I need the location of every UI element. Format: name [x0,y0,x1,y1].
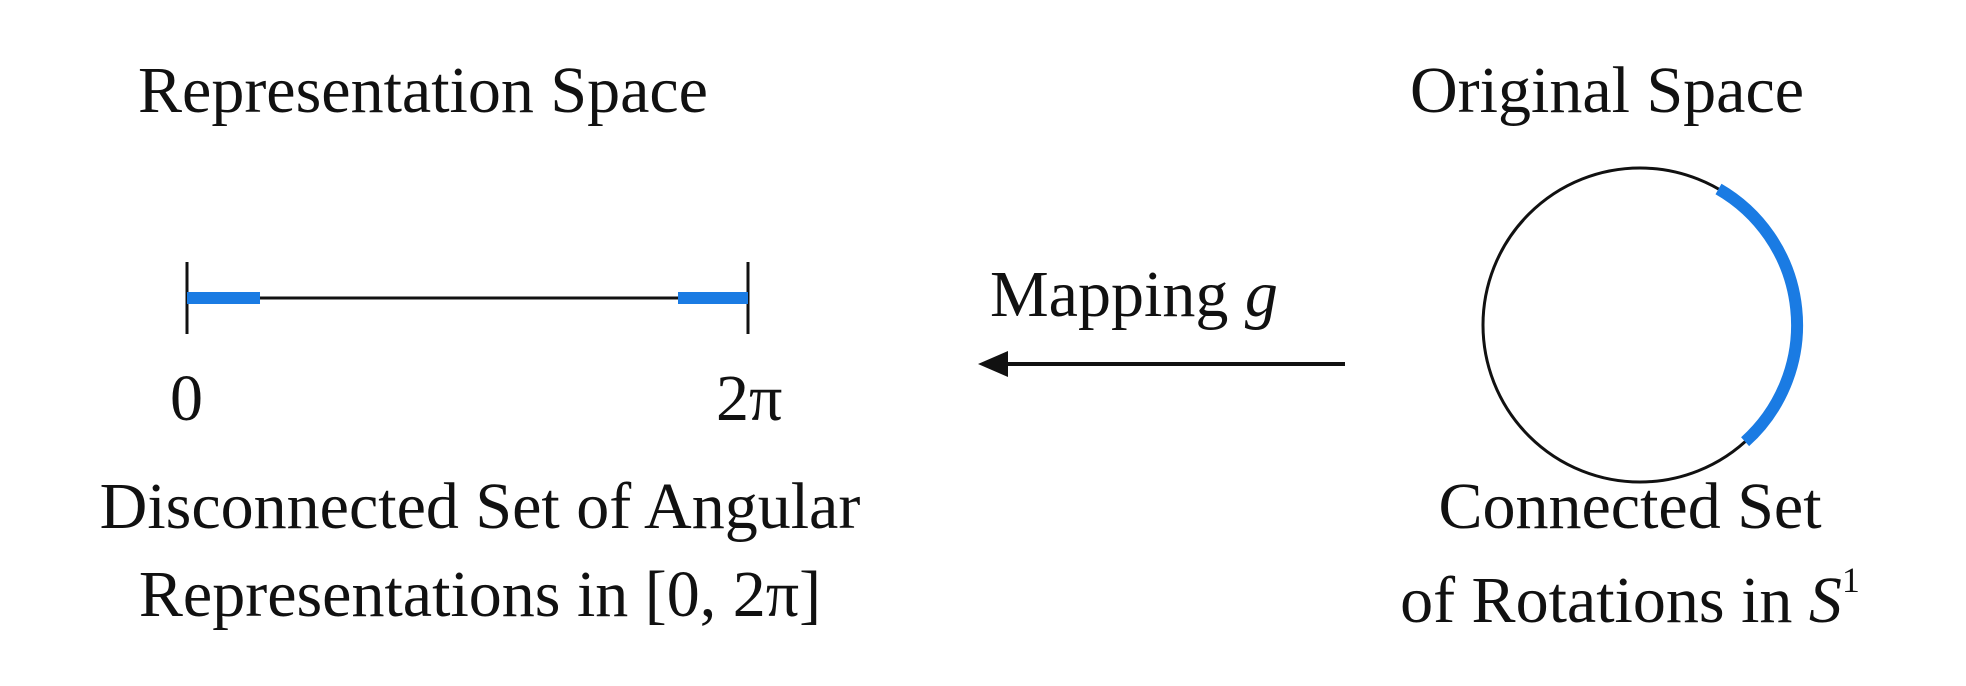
right-caption-line2: of Rotations in S1 [1330,562,1930,634]
tick-label-zero: 0 [170,362,203,435]
mapping-label-symbol: g [1244,258,1278,331]
original-space-title: Original Space [1410,54,1805,127]
right-caption-symbol: S [1808,564,1842,637]
tick-label-two-pi: 2π [716,362,783,435]
left-caption-line1: Disconnected Set of Angular [99,470,861,543]
left-caption-line2: Representations in [0, 2π] [138,558,822,631]
right-caption-superscript: 1 [1841,560,1860,600]
representation-space-title: Representation Space [138,54,708,127]
mapping-label: Mapping g [990,262,1278,328]
right-caption-line1: Connected Set [1438,470,1822,543]
mapping-label-text: Mapping [990,258,1229,331]
right-caption-line2-text: of Rotations in [1400,564,1809,637]
mapping-arrow-head [978,351,1008,377]
rotation-arc-highlight [1715,183,1804,447]
